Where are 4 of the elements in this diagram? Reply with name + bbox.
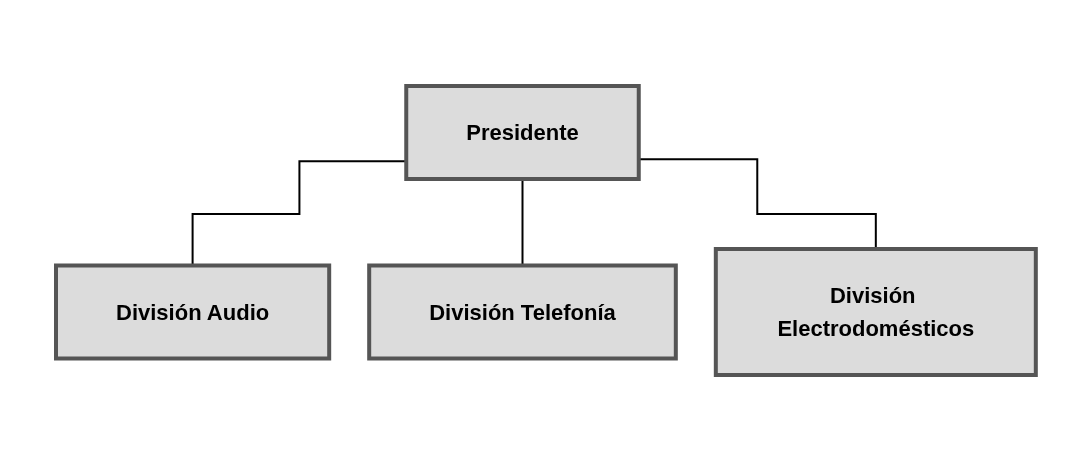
node-box: División Telefonía [367, 263, 678, 361]
node-box: División Audio [54, 263, 332, 361]
node-box: División Electrodomésticos [713, 247, 1038, 377]
node-box: Presidente [404, 84, 641, 181]
